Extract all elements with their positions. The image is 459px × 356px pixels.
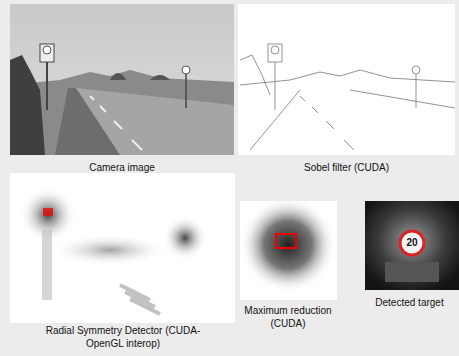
panel-caption: Camera image	[22, 161, 222, 174]
panel-caption: Detected target	[361, 296, 458, 309]
sign-number: 20	[406, 238, 417, 248]
image-panel: Sobel filter (CUDA)	[238, 4, 455, 176]
radial-symmetry-map	[10, 173, 235, 323]
panel-caption: Maximum reduction (CUDA)	[229, 304, 347, 330]
image-panel: Camera image	[10, 4, 234, 176]
camera-photo	[10, 4, 234, 155]
panel-caption: Radial Symmetry Detector (CUDA-OpenGL in…	[36, 324, 211, 350]
image-panel: Maximum reduction (CUDA)	[228, 201, 348, 331]
image-panel: Radial Symmetry Detector (CUDA-OpenGL in…	[8, 173, 238, 353]
detected-target-photo	[365, 201, 459, 290]
image-panel: Detected target	[360, 201, 459, 311]
panel-caption: Sobel filter (CUDA)	[247, 161, 447, 174]
sobel-edges	[238, 4, 455, 155]
maximum-reduction-map	[240, 197, 337, 300]
